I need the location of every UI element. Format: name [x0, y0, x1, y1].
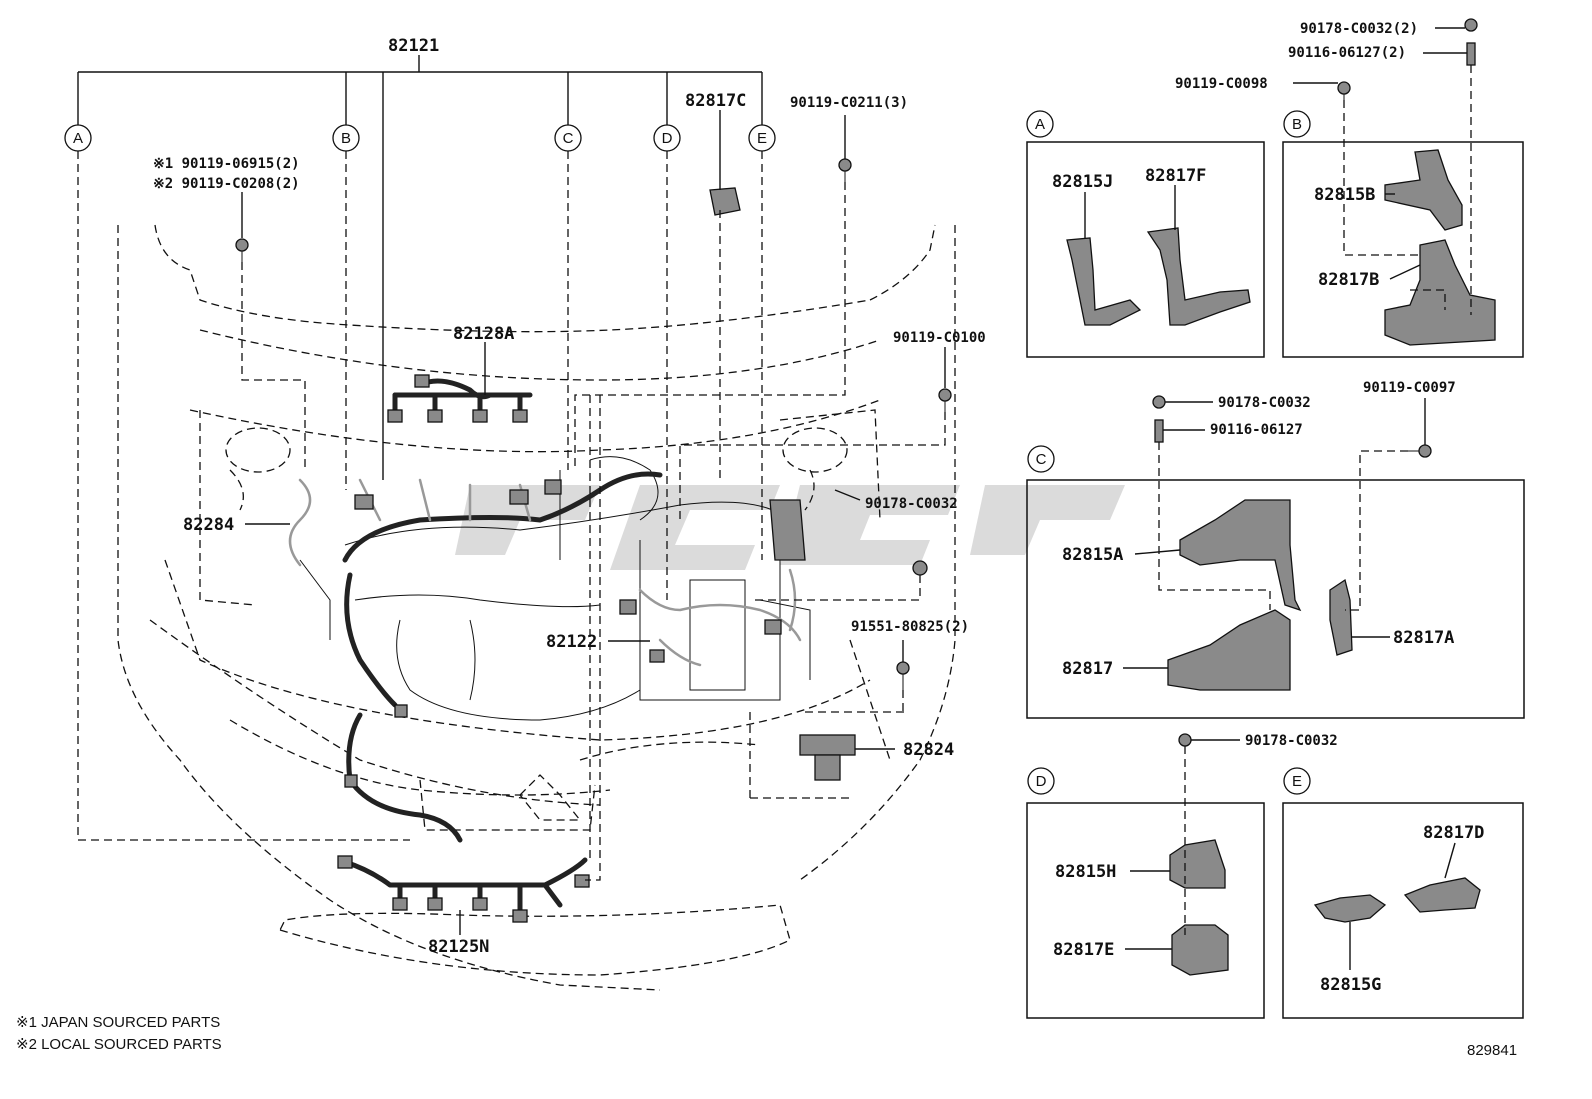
label-90119-06915: ※1 90119-06915(2)	[153, 156, 300, 172]
label-82815b: 82815B	[1314, 185, 1375, 205]
engine-bay	[299, 456, 811, 721]
label-90119-c0211: 90119-C0211(3)	[790, 95, 908, 111]
label-82817d: 82817D	[1423, 823, 1484, 843]
label-82122: 82122	[546, 632, 597, 652]
marker-d-main: D	[653, 124, 681, 152]
box-d-parts	[1125, 746, 1229, 976]
label-82815j: 82815J	[1052, 172, 1113, 192]
marker-b-main: B	[332, 124, 360, 152]
marker-b-box: B	[1283, 110, 1311, 138]
marker-e-box: E	[1283, 767, 1311, 795]
label-90119-c0097: 90119-C0097	[1363, 380, 1456, 396]
engine-wire-harness	[288, 471, 806, 843]
leader-lines	[77, 55, 946, 935]
label-90119-c0098: 90119-C0098	[1175, 76, 1268, 92]
svg-text:C: C	[563, 130, 574, 147]
label-82817b: 82817B	[1318, 270, 1379, 290]
svg-text:A: A	[73, 130, 83, 147]
svg-text:B: B	[1292, 116, 1302, 133]
marker-d-box: D	[1027, 767, 1055, 795]
label-90178-c0032-d: 90178-C0032	[1245, 733, 1338, 749]
label-82128a: 82128A	[453, 324, 514, 344]
footnote-japan: ※1 JAPAN SOURCED PARTS	[16, 1014, 220, 1031]
label-90119-c0100: 90119-C0100	[893, 330, 986, 346]
car-body-outline	[117, 224, 956, 991]
label-91551-80825: 91551-80825(2)	[851, 619, 969, 635]
marker-c-main: C	[554, 124, 582, 152]
label-82817a: 82817A	[1393, 628, 1454, 648]
label-82817c: 82817C	[685, 91, 746, 111]
label-90119-c0208: ※2 90119-C0208(2)	[153, 176, 300, 192]
label-82125n: 82125N	[428, 937, 489, 957]
marker-a-main: A	[64, 124, 92, 152]
svg-text:C: C	[1036, 451, 1047, 468]
box-c-parts	[1123, 442, 1408, 691]
injector-harness	[387, 374, 533, 423]
lower-harness	[337, 855, 590, 923]
footnote-local: ※2 LOCAL SOURCED PARTS	[16, 1036, 222, 1053]
label-90178-c0032-c: 90178-C0032	[1218, 395, 1311, 411]
label-82824: 82824	[903, 740, 954, 760]
svg-text:D: D	[1036, 773, 1047, 790]
bolts	[235, 18, 1478, 747]
label-90178-c0032-2: 90178-C0032(2)	[1300, 21, 1418, 37]
label-82817f: 82817F	[1145, 166, 1206, 186]
label-82815a: 82815A	[1062, 545, 1123, 565]
box-b-parts	[1343, 65, 1496, 346]
label-82817e: 82817E	[1053, 940, 1114, 960]
label-90116-06127: 90116-06127	[1210, 422, 1303, 438]
fastener-leaders	[1163, 27, 1467, 741]
clip-82817c	[709, 187, 741, 216]
box-e-parts	[1313, 842, 1481, 970]
marker-a-box: A	[1026, 110, 1054, 138]
label-82815h: 82815H	[1055, 862, 1116, 882]
svg-text:E: E	[757, 130, 767, 147]
label-82817: 82817	[1062, 659, 1113, 679]
label-82284: 82284	[183, 515, 234, 535]
watermark-logo	[455, 485, 1125, 570]
label-82121: 82121	[388, 36, 439, 56]
svg-text:B: B	[341, 130, 351, 147]
marker-c-box: C	[1027, 445, 1055, 473]
svg-text:A: A	[1035, 116, 1045, 133]
label-82815g: 82815G	[1320, 975, 1381, 995]
svg-text:D: D	[662, 130, 673, 147]
box-a-parts	[1066, 185, 1251, 326]
svg-text:E: E	[1292, 773, 1302, 790]
marker-e-main: E	[748, 124, 776, 152]
illustration-number: 829841	[1467, 1042, 1517, 1059]
label-90116-06127-2: 90116-06127(2)	[1288, 45, 1406, 61]
label-90178-c0032-main: 90178-C0032	[865, 496, 958, 512]
detail-boxes	[1026, 141, 1525, 1019]
relay-block-82824	[749, 711, 905, 799]
